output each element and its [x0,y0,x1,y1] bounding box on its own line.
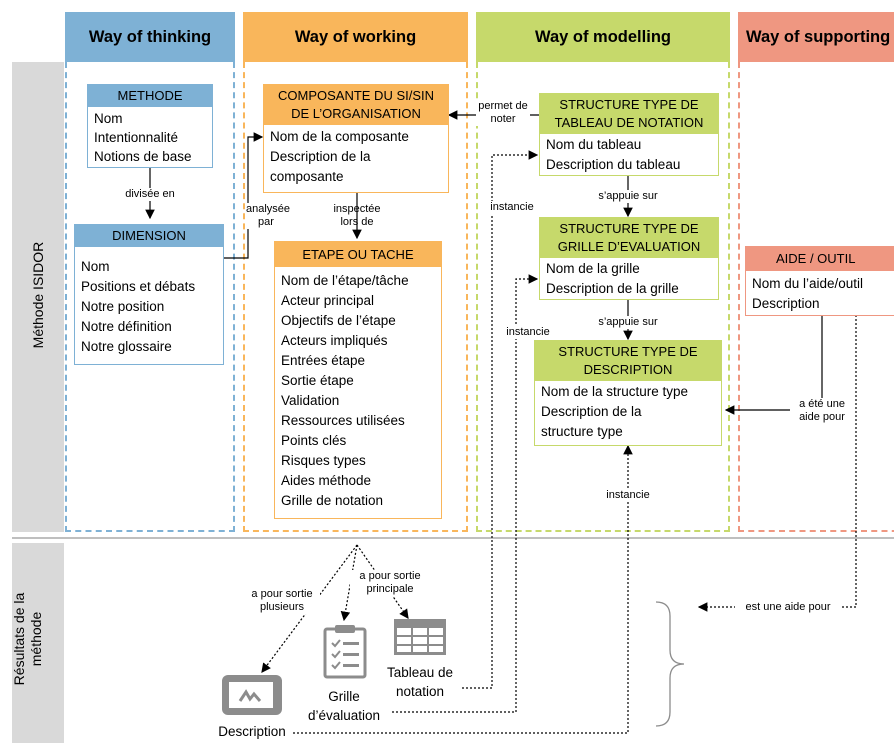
column-header-thinking: Way of thinking [65,12,235,62]
brace [655,601,685,727]
class-box-methode: METHODE Nom Intentionnalité Notions de b… [87,84,213,168]
box-title: STRUCTURE TYPE DE TABLEAU DE NOTATION [540,94,718,134]
edge-analysee-par [224,132,264,259]
field: Nom de la structure type [541,384,689,399]
field: Notions de base [94,149,192,164]
box-fields: Nom de la composante Description de la c… [264,125,448,190]
field: Notre glossaire [81,339,172,354]
box-title: DIMENSION [75,225,223,247]
label-analysee-par: analysée par [246,203,291,229]
column-header-modelling: Way of modelling [476,12,730,62]
column-body-modelling [476,62,730,532]
field: Description de la [541,404,642,419]
field: Aides méthode [281,473,372,488]
field: Acteurs impliqués [281,333,388,348]
label-sappuie-1: s’appuie sur [588,190,668,203]
box-fields: Nom Intentionnalité Notions de base [88,107,212,169]
table-icon [392,617,448,657]
output-description-label: Description [218,724,286,739]
column-body-thinking [65,62,235,532]
field: Description de la [270,149,371,164]
field: Risques types [281,453,366,468]
column-title: Way of thinking [88,27,212,46]
class-box-composante: COMPOSANTE DU SI/SIN DE L’ORGANISATION N… [263,84,449,193]
class-box-etape: ETAPE OU TACHE Nom de l’étape/tâche Acte… [274,241,442,519]
box-title: STRUCTURE TYPE DE DESCRIPTION [535,341,721,381]
label-sortie-plusieurs: a pour sortie plusieurs [244,588,320,614]
box-fields: Nom Positions et débats Notre position N… [75,247,223,360]
field: Sortie étape [281,373,354,388]
label-instancie-1: instancie [482,201,542,214]
field: Nom de la grille [546,261,640,276]
sidebar-resultats [12,543,64,743]
field: Notre définition [81,319,172,334]
column-body-working [243,62,468,532]
box-fields: Nom du tableau Description du tableau [540,134,718,178]
edge-instancie-1 [462,150,539,689]
column-title: Way of working [294,27,417,46]
field: Entrées étape [281,353,366,368]
box-fields: Nom de la structure type Description de … [535,381,721,445]
box-title: COMPOSANTE DU SI/SIN DE L’ORGANISATION [264,85,448,125]
field: structure type [541,424,623,439]
column-title: Way of supporting [746,27,891,46]
edge-sortie-grille [340,544,358,622]
class-box-aide: AIDE / OUTIL Nom du l’aide/outil Descrip… [745,246,894,316]
label-sortie-principale: a pour sortie principale [350,570,430,596]
class-box-tableau: STRUCTURE TYPE DE TABLEAU DE NOTATION No… [539,93,719,176]
box-fields: Nom du l’aide/outil Description [746,271,894,317]
edge-est-une-aide [697,315,857,612]
column-header-supporting: Way of supporting [738,12,894,62]
checklist-icon [322,623,368,679]
edge-sortie-description [261,544,358,673]
output-tableau-label: Tableau de notation [386,665,454,699]
label-aide-pour: a été une aide pour [790,398,854,424]
label-sappuie-2: s’appuie sur [588,316,668,329]
label-permet-de-noter: permet de noter [476,100,530,126]
field: Nom du l’aide/outil [752,276,864,291]
box-fields: Nom de la grille Description de la grill… [540,258,718,302]
field: Nom [81,259,110,274]
box-title: STRUCTURE TYPE DE GRILLE D’EVALUATION [540,218,718,258]
label-instancie-2: instancie [498,326,558,339]
box-title: ETAPE OU TACHE [275,242,441,267]
label-divisee-en: divisée en [118,188,182,201]
description-icon [220,673,284,717]
field: Nom [94,111,123,126]
output-grille-label: Grille d’évaluation [307,689,381,723]
label-instancie-3: instancie [598,489,658,502]
field: Positions et débats [81,279,196,294]
column-header-working: Way of working [243,12,468,62]
edge-instancie-2 [392,274,539,713]
field: composante [270,169,344,184]
label-inspectee: inspectée lors de [333,203,381,228]
column-title: Way of modelling [535,27,671,46]
class-box-grille: STRUCTURE TYPE DE GRILLE D’EVALUATION No… [539,217,719,300]
edge-aide-pour [724,315,823,415]
field: Points clés [281,433,347,448]
class-box-dimension: DIMENSION Nom Positions et débats Notre … [74,224,224,365]
section-divider [12,537,894,539]
field: Description de la grille [546,281,679,296]
field: Acteur principal [281,293,375,308]
box-fields: Nom de l’étape/tâche Acteur principal Ob… [275,267,441,514]
box-title: AIDE / OUTIL [746,247,894,271]
field: Description [752,296,820,311]
box-title: METHODE [88,85,212,107]
field: Nom du tableau [546,137,642,152]
field: Grille de notation [281,493,384,508]
field: Ressources utilisées [281,413,405,428]
field: Description du tableau [546,157,681,172]
field: Nom de l’étape/tâche [281,273,409,288]
class-box-description: STRUCTURE TYPE DE DESCRIPTION Nom de la … [534,340,722,446]
field: Validation [281,393,340,408]
field: Intentionnalité [94,130,179,145]
column-body-supporting [738,62,894,532]
field: Notre position [81,299,165,314]
label-est-une-aide: est une aide pour [735,601,841,614]
sidebar-methode [12,62,64,532]
field: Objectifs de l’étape [281,313,396,328]
field: Nom de la composante [270,129,409,144]
